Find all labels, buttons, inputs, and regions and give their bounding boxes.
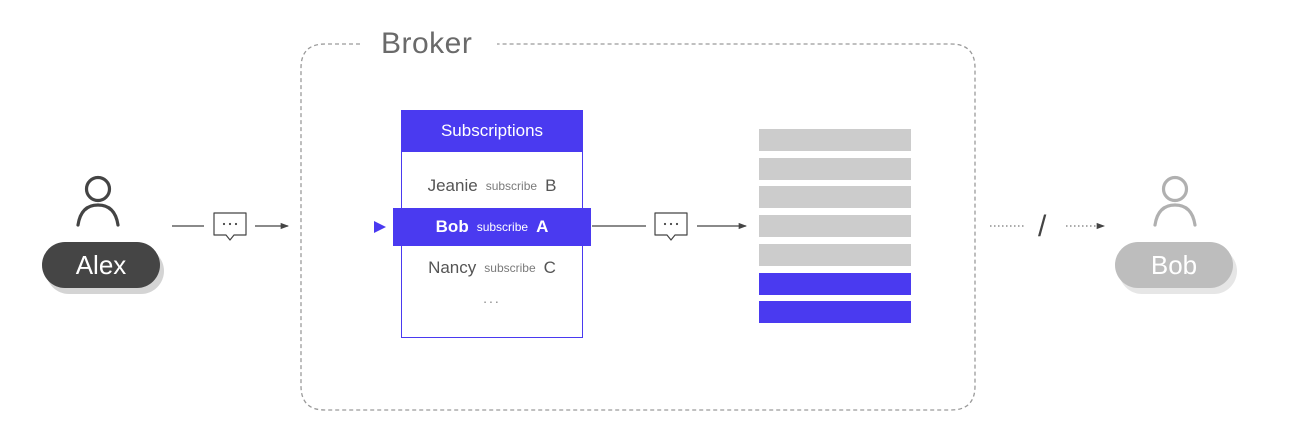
publisher-alex-label: Alex bbox=[42, 242, 160, 288]
queued-message-slot bbox=[759, 273, 911, 295]
subscription-row: Jeanie subscribe B bbox=[401, 168, 583, 204]
broker-title: Broker bbox=[381, 27, 473, 60]
subscription-action: subscribe bbox=[485, 179, 538, 193]
subscription-row: Nancy subscribe C bbox=[401, 250, 583, 286]
disconnected-indicator: / bbox=[1038, 210, 1047, 243]
triangle-pointer-icon bbox=[374, 221, 386, 233]
subscription-topic: B bbox=[545, 176, 557, 195]
subscriber-name: Nancy bbox=[428, 258, 477, 277]
empty-queue-slot bbox=[759, 244, 911, 266]
subscription-topic: C bbox=[543, 258, 556, 277]
subscriber-name: Jeanie bbox=[427, 176, 478, 195]
message-icon bbox=[654, 212, 688, 241]
subscriber-name: Bob bbox=[435, 217, 469, 236]
subscription-action: subscribe bbox=[476, 220, 529, 234]
subscriptions-header: Subscriptions bbox=[401, 110, 583, 152]
person-icon bbox=[1153, 175, 1197, 227]
empty-queue-slot bbox=[759, 215, 911, 237]
message-icon bbox=[213, 212, 247, 241]
empty-queue-slot bbox=[759, 158, 911, 180]
subscription-action: subscribe bbox=[484, 261, 536, 275]
subscriber-bob-label: Bob bbox=[1115, 242, 1233, 288]
empty-queue-slot bbox=[759, 186, 911, 208]
person-icon bbox=[76, 175, 120, 227]
subscription-topic: A bbox=[536, 217, 549, 236]
subscription-row-highlighted: Bob subscribe A bbox=[393, 208, 591, 246]
empty-queue-slot bbox=[759, 129, 911, 151]
queued-message-slot bbox=[759, 301, 911, 323]
more-subscriptions-ellipsis: ... bbox=[483, 290, 501, 306]
